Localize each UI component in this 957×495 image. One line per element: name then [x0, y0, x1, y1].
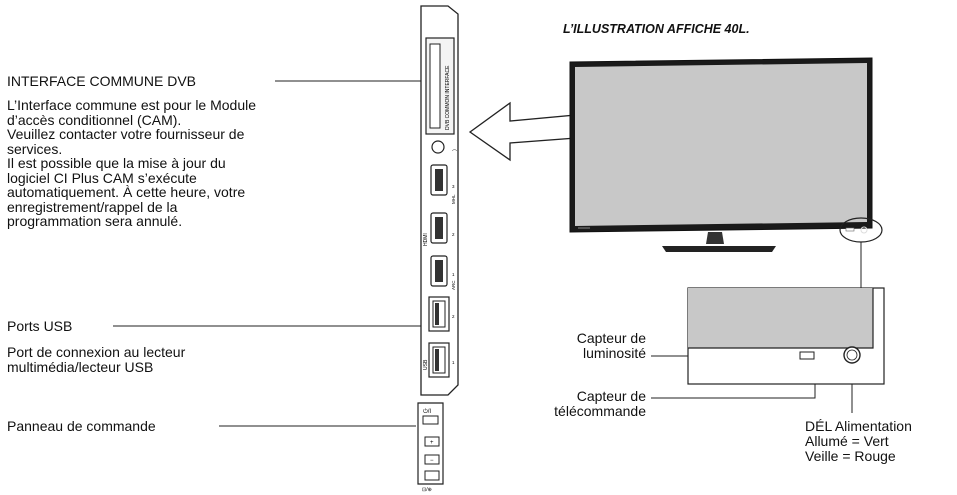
leader-lines — [113, 80, 853, 427]
control-panel: ⏻/I + − ⊡/⊕ — [417, 402, 444, 493]
dvb-heading: INTERFACE COMMUNE DVB — [7, 73, 197, 89]
dvb-line: programmation sera annulé. — [7, 213, 183, 229]
dvb-line: Il est possible que la mise à jour du — [7, 155, 226, 171]
port-number: 2 — [452, 314, 455, 319]
volume-down-button[interactable] — [424, 454, 440, 465]
dvb-line: enregistrement/rappel de la — [7, 198, 178, 215]
headphone-jack — [431, 140, 445, 154]
tv-stand-neck — [706, 232, 724, 244]
dvb-line: logiciel CI Plus CAM s’exécute — [7, 169, 197, 186]
port-number: 1 — [452, 272, 455, 277]
hdmi-port-1-inner — [435, 260, 443, 282]
zoom-screen — [688, 288, 873, 348]
tv-front — [569, 57, 883, 252]
usb-label: USB — [423, 359, 429, 370]
hdmi-label: HDMI — [423, 233, 429, 246]
usb-line: multimédia/lecteur USB — [7, 358, 154, 375]
tv-side-panel: DVB COMMON INTERFACE ⌒ HDMI MHL ARC 3 2 … — [420, 5, 459, 396]
input-symbol: ⊡/⊕ — [422, 487, 432, 493]
power-symbol: ⏻/I — [423, 408, 431, 415]
dvb-line: d’accès conditionnel (CAM). — [7, 111, 182, 128]
volume-up-button[interactable] — [424, 436, 440, 447]
hdmi-port-2-inner — [435, 217, 443, 239]
port-number: 3 — [452, 184, 455, 189]
dvb-slot-opening — [429, 43, 441, 129]
headphone-icon: ⌒ — [452, 150, 457, 156]
usb-line: Port de connexion au lecteur — [7, 344, 186, 360]
led-line: Allumé = Vert — [805, 433, 889, 449]
tv-stand-base — [662, 246, 776, 252]
volume-up-symbol: + — [430, 440, 434, 446]
power-button[interactable] — [422, 415, 439, 425]
port-number: 2 — [452, 232, 455, 237]
hdmi-port-3-inner — [435, 169, 443, 191]
port-number: 1 — [452, 360, 455, 365]
tv-screen — [575, 63, 867, 226]
led-line: Veille = Rouge — [805, 448, 896, 464]
usb-port-1-tongue — [435, 349, 439, 371]
light-sensor-line: luminosité — [582, 345, 646, 361]
dvb-line: services. — [7, 140, 63, 157]
light-sensor-line: Capteur de — [576, 330, 646, 346]
dvb-line: L’Interface commune est pour le Module — [7, 97, 257, 113]
led-line: DÉL Alimentation — [805, 418, 912, 434]
dvb-slot-label: DVB COMMON INTERFACE — [445, 65, 451, 130]
remote-sensor-line: Capteur de — [576, 388, 646, 404]
panel-heading: Panneau de commande — [7, 418, 156, 434]
dvb-line: automatiquement. À cette heure, votre — [7, 184, 246, 200]
usb-heading: Ports USB — [7, 318, 73, 334]
arc-label: ARC — [451, 280, 456, 290]
usb-port-2-tongue — [435, 303, 439, 325]
light-sensor-window — [799, 351, 815, 360]
pointer-arrow — [468, 101, 577, 162]
dvb-line: Veuillez contacter votre fournisseur de — [7, 126, 245, 142]
zoom-detail — [687, 287, 885, 385]
volume-down-symbol: − — [430, 458, 434, 464]
mhl-label: MHL — [451, 194, 456, 204]
remote-sensor-line: télécommande — [554, 403, 646, 419]
input-button[interactable] — [424, 470, 440, 481]
illustration-title: L’ILLUSTRATION AFFICHE 40L. — [563, 22, 750, 36]
